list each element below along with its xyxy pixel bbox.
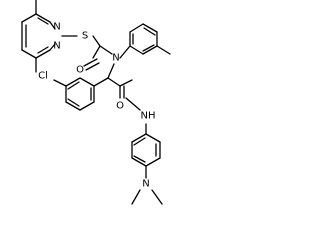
thioacetyl-chain (83, 35, 131, 79)
glycinamide-core (93, 77, 133, 99)
carbonyl-oxygen-lower-label: O (116, 101, 124, 112)
methylbenzyl-ring (129, 23, 171, 55)
sulfur-label: S (82, 31, 88, 42)
dimethylaminophenyl-ring (131, 123, 163, 205)
dimethylamino-nitrogen-label: N (142, 179, 149, 190)
pyrimidine-n-upper-label: N (53, 22, 60, 33)
amide-nitrogen-label: N (112, 53, 119, 64)
pyrimidine-n-lower-label: N (53, 41, 60, 52)
amide-cn-bond (125, 97, 141, 111)
carbonyl-oxygen-upper-label: O (76, 65, 84, 76)
chlorophenyl-ring (53, 77, 95, 111)
amide-nh-label: NH (141, 111, 156, 122)
atom-labels: S N N O N Cl O NH N (38, 22, 155, 190)
pyrimidine-ring (21, 0, 78, 73)
molecule-structure: S N N O N Cl O NH N (21, 0, 171, 205)
chlorine-label: Cl (38, 71, 48, 82)
